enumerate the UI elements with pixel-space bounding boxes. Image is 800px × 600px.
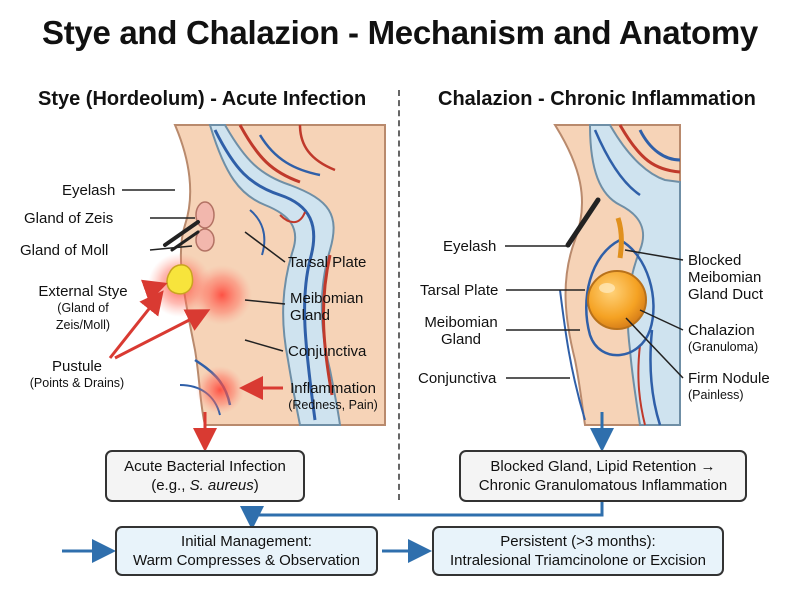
stye-red-arrows xyxy=(108,279,283,452)
stye-subtitle: Stye (Hordeolum) - Acute Infection xyxy=(38,88,367,110)
label-gland-of-moll: Gland of Moll xyxy=(20,242,109,259)
chalazion-eyelid-illustration xyxy=(553,124,681,426)
label-meibomian-gland-right: Meibomian Gland xyxy=(424,314,498,348)
panel-divider xyxy=(398,90,400,500)
label-tarsal-plate-left: Tarsal Plate xyxy=(288,254,367,271)
initial-management-box: Initial Management: Warm Compresses & Ob… xyxy=(115,526,378,576)
label-firm-nodule: Firm Nodule (Painless) xyxy=(688,370,770,402)
label-meibomian-gland-left: Meibomian Gland xyxy=(290,290,364,324)
page-title: Stye and Chalazion - Mechanism and Anato… xyxy=(42,14,758,51)
chalazion-subtitle: Chalazion - Chronic Inflammation xyxy=(438,88,756,110)
label-conjunctiva-left: Conjunctiva xyxy=(288,343,367,360)
label-inflammation: Inflammation (Redness, Pain) xyxy=(288,380,378,412)
chronic-inflammation-box: Blocked Gland, Lipid Retention → Chronic… xyxy=(459,450,747,502)
label-tarsal-plate-right: Tarsal Plate xyxy=(420,282,499,299)
label-gland-of-zeis: Gland of Zeis xyxy=(24,210,114,227)
stye-eyelid-illustration xyxy=(148,124,386,426)
acute-infection-box: Acute Bacterial Infection (e.g., S. aure… xyxy=(105,450,305,502)
chalazion-leader-lines xyxy=(505,245,684,379)
label-external-stye: External Stye (Gland of Zeis/Moll) xyxy=(38,283,128,332)
stye-leader-lines xyxy=(122,189,286,352)
label-blocked-duct: Blocked Meibomian Gland Duct xyxy=(688,252,764,303)
management-flow-arrows xyxy=(62,502,604,563)
label-pustule: Pustule (Points & Drains) xyxy=(29,358,125,390)
label-conjunctiva-right: Conjunctiva xyxy=(418,370,497,387)
persistent-management-box: Persistent (>3 months): Intralesional Tr… xyxy=(432,526,724,576)
label-chalazion: Chalazion (Granuloma) xyxy=(688,322,759,354)
label-eyelash-left: Eyelash xyxy=(62,182,116,199)
label-eyelash-right: Eyelash xyxy=(443,238,497,255)
